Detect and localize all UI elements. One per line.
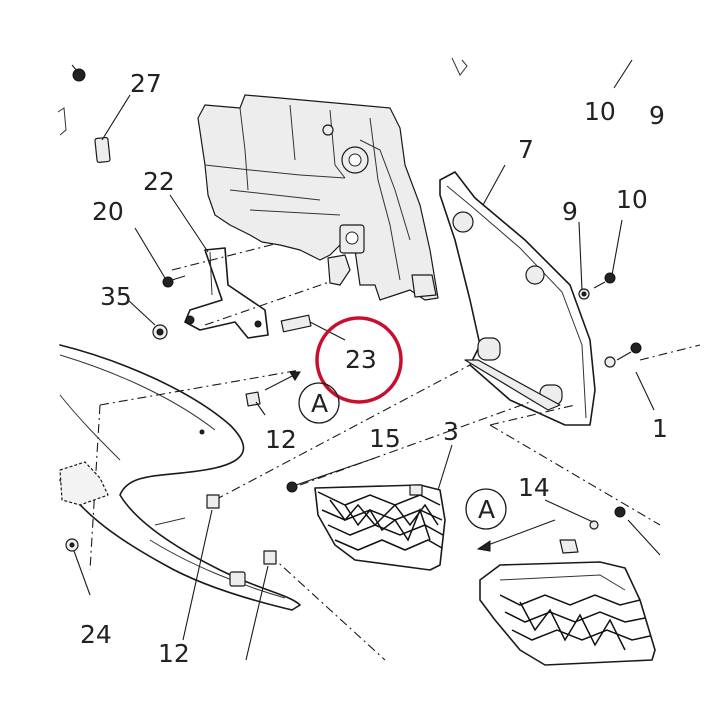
side-panel-7 [439, 171, 596, 426]
washer-24 [65, 538, 79, 552]
callout-22: 22 [143, 167, 175, 196]
callout-15: 15 [369, 424, 401, 453]
callout-1-edge: 1 [652, 414, 668, 443]
pin-left [199, 429, 205, 435]
callout-12-a: 12 [265, 425, 297, 454]
callout-labels: 27 10 9 22 7 20 9 10 35 23 A 12 15 3 1 1… [80, 69, 668, 668]
washer-right [604, 342, 642, 368]
nut-35 [152, 324, 168, 340]
clip-12b1 [206, 494, 220, 509]
bumper-cover [59, 344, 301, 611]
highlight-circle [315, 316, 403, 404]
leader-lines [73, 59, 661, 661]
grille-insert-3 [314, 484, 446, 571]
callout-a-1: A [311, 389, 328, 418]
callout-35: 35 [100, 282, 132, 311]
callout-3: 3 [443, 417, 459, 446]
callout-12-b: 12 [158, 639, 190, 668]
callout-10-right: 10 [616, 185, 648, 214]
bracket-22 [184, 247, 269, 339]
callout-14: 14 [518, 473, 550, 502]
view-a-circle-1 [298, 382, 340, 424]
callout-9-edge: 9 [649, 101, 665, 130]
nut-top-left [71, 64, 86, 82]
washer-14 [589, 506, 626, 530]
callout-27: 27 [130, 69, 162, 98]
edge-fragment-left [57, 107, 67, 136]
view-a-circle-2 [465, 488, 507, 530]
callout-7: 7 [518, 135, 534, 164]
view-arrows [264, 371, 556, 552]
screw-15 [286, 481, 298, 493]
screw-20 [162, 275, 186, 288]
clip-12b2 [263, 550, 277, 565]
callout-23: 23 [345, 345, 377, 374]
pad-23 [280, 314, 312, 333]
lower-right-grille [479, 539, 656, 666]
callout-20: 20 [92, 197, 124, 226]
callout-9: 9 [562, 197, 578, 226]
callout-a-2: A [478, 495, 495, 524]
screw-10b [593, 272, 616, 289]
washer-9 [578, 288, 590, 300]
upper-bracket-assembly [197, 94, 439, 301]
clip-27 [94, 136, 111, 163]
callout-10-top: 10 [584, 97, 616, 126]
callout-24: 24 [80, 620, 112, 649]
edge-fragment-top [451, 57, 468, 76]
